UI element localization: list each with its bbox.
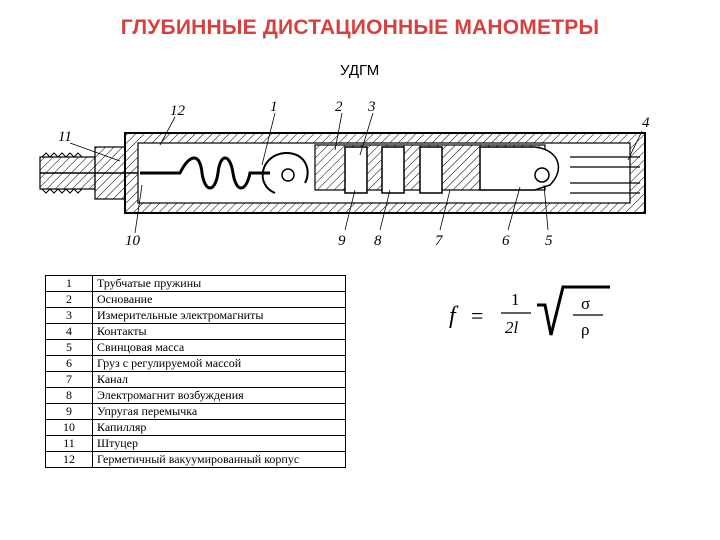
legend-text: Контакты bbox=[92, 323, 346, 340]
formula-lhs: f bbox=[449, 303, 459, 329]
manometer-diagram: 11 12 1 2 3 4 10 9 8 7 6 5 bbox=[39, 99, 650, 249]
callout-4: 4 bbox=[642, 115, 650, 131]
legend-text: Трубчатые пружины bbox=[92, 275, 346, 292]
tube-spring bbox=[261, 151, 309, 194]
legend-number: 11 bbox=[45, 435, 93, 452]
legend-text: Свинцовая масса bbox=[92, 339, 346, 356]
legend-text: Электромагнит возбуждения bbox=[92, 387, 346, 404]
electromagnets bbox=[344, 146, 443, 194]
legend-text: Измерительные электромагниты bbox=[92, 307, 346, 324]
formula-denominator: 2l bbox=[505, 318, 519, 337]
legend-text: Канал bbox=[92, 371, 346, 388]
formula-numerator: 1 bbox=[511, 290, 520, 309]
legend-number: 6 bbox=[45, 355, 93, 372]
callout-7: 7 bbox=[435, 233, 444, 249]
contacts bbox=[570, 156, 640, 194]
legend-number: 7 bbox=[45, 371, 93, 388]
legend-text: Герметичный вакуумированный корпус bbox=[92, 451, 346, 468]
radical-denominator: ρ bbox=[581, 320, 589, 339]
legend-number: 5 bbox=[45, 339, 93, 356]
legend-number: 8 bbox=[45, 387, 93, 404]
legend-text: Основание bbox=[92, 291, 346, 308]
legend-number: 12 bbox=[45, 451, 93, 468]
legend-text: Груз с регулируемой массой bbox=[92, 355, 346, 372]
legend-text: Штуцер bbox=[92, 435, 346, 452]
callout-6: 6 bbox=[502, 233, 510, 249]
callout-5: 5 bbox=[545, 233, 553, 249]
radical-numerator: σ bbox=[581, 294, 590, 313]
lead-mass bbox=[479, 146, 560, 191]
legend-number: 3 bbox=[45, 307, 93, 324]
callout-1: 1 bbox=[270, 99, 278, 115]
callout-2: 2 bbox=[335, 99, 343, 115]
callout-12: 12 bbox=[170, 103, 186, 119]
legend-number: 10 bbox=[45, 419, 93, 436]
legend-number: 4 bbox=[45, 323, 93, 340]
page-title: ГЛУБИННЫЕ ДИСТАЦИОННЫЕ МАНОМЕТРЫ bbox=[120, 16, 600, 39]
fitting bbox=[39, 146, 140, 200]
page-subtitle: УДГМ bbox=[340, 62, 380, 79]
frequency-formula: f = 1 2l σ ρ bbox=[449, 285, 610, 339]
legend-text: Упругая перемычка bbox=[92, 403, 346, 420]
radical-sign bbox=[537, 285, 610, 336]
callout-10: 10 bbox=[125, 233, 141, 249]
callout-9: 9 bbox=[338, 233, 346, 249]
formula-equals: = bbox=[471, 303, 483, 328]
spring bbox=[140, 156, 270, 190]
legend-text: Капилляр bbox=[92, 419, 346, 436]
callout-3: 3 bbox=[367, 99, 376, 115]
legend-number: 9 bbox=[45, 403, 93, 420]
weight bbox=[534, 167, 550, 183]
callout-8: 8 bbox=[374, 233, 382, 249]
callout-11: 11 bbox=[58, 129, 72, 145]
legend-number: 1 bbox=[45, 275, 93, 292]
legend-number: 2 bbox=[45, 291, 93, 308]
